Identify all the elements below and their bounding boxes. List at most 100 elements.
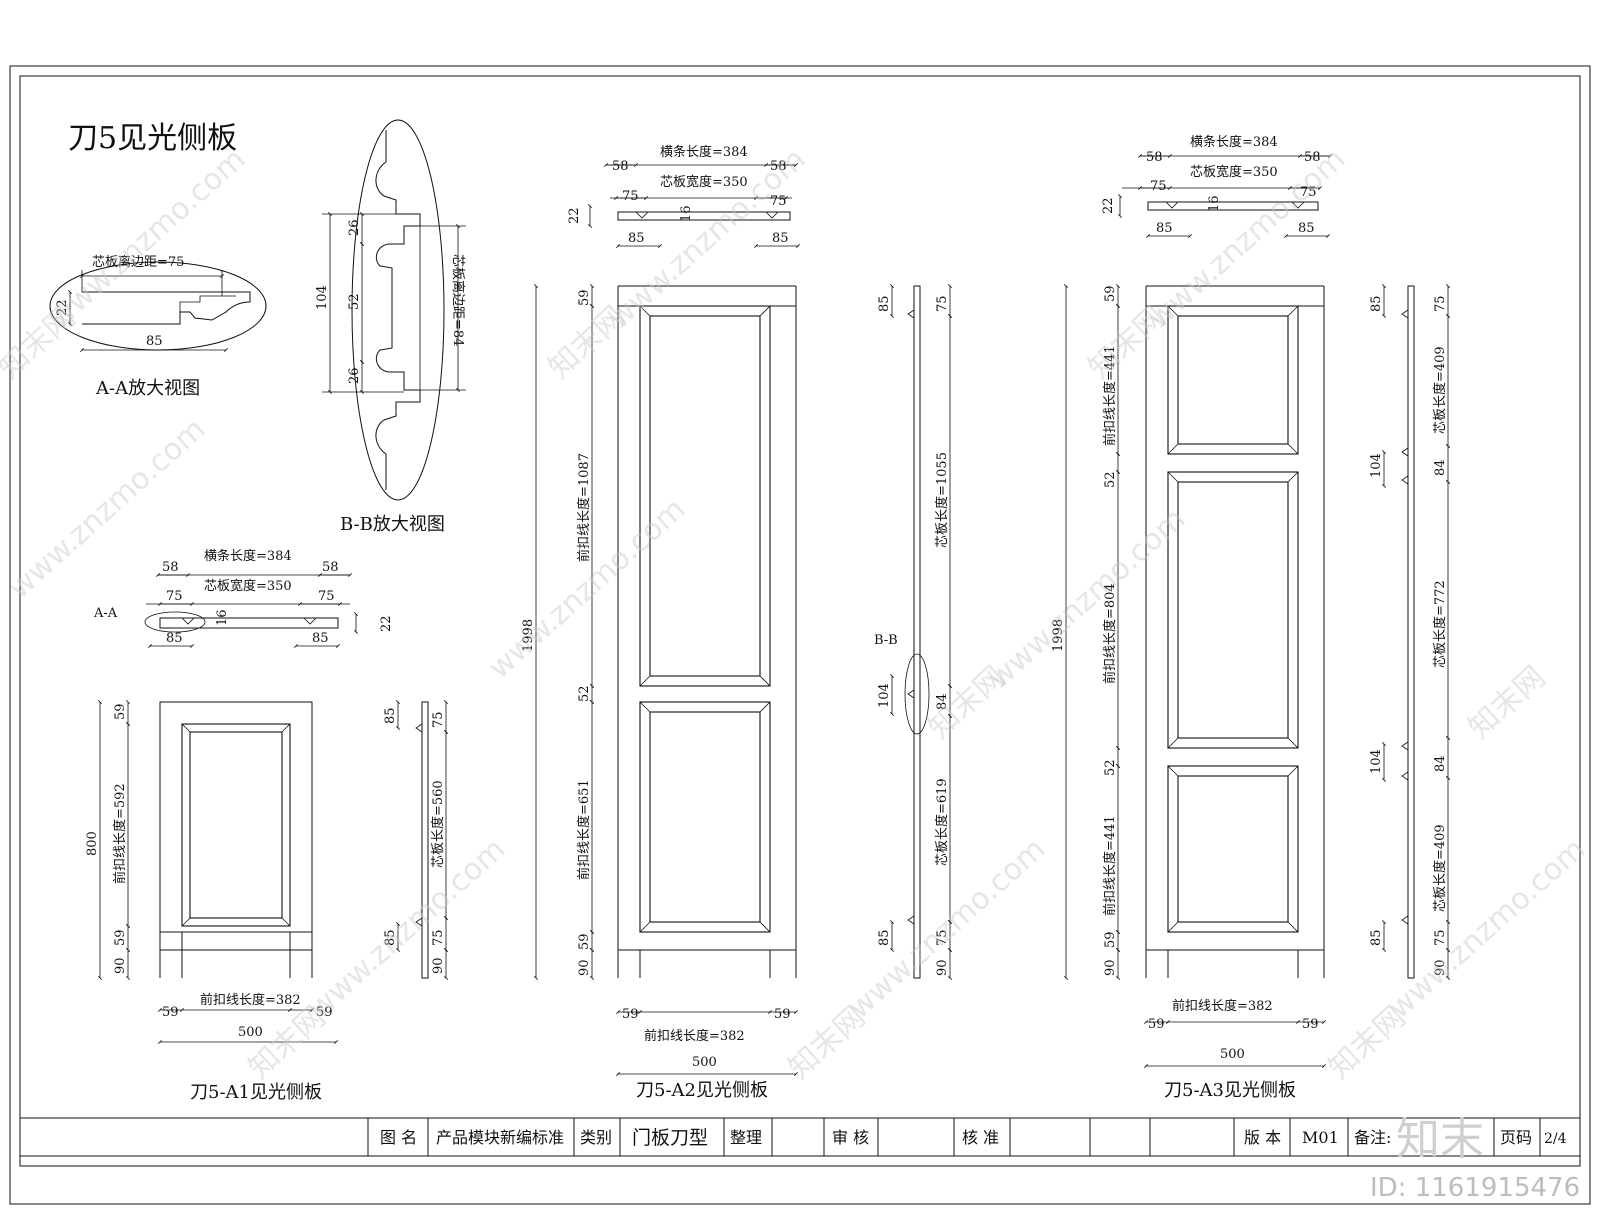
a2-width-total: 500 [692, 1055, 717, 1070]
a3-side-panel-bottom: 芯板长度=409 [1432, 824, 1448, 912]
bb-bottom-dim: 26 [347, 367, 362, 384]
watermark-text-2: www.znzmo.com [42, 142, 252, 336]
aa-width-dim: 85 [146, 334, 163, 349]
a1-side-85-top: 85 [383, 707, 398, 724]
bb-top-dim: 26 [347, 219, 362, 236]
a3-side-84-upper: 84 [1433, 459, 1448, 476]
a1-side-section [421, 701, 429, 979]
door-a3-group: 58 58 横条长度=384 75 75 芯板宽度=350 16 22 85 8… [1051, 134, 1450, 1101]
a3-panel-width: 芯板宽度=350 [1190, 164, 1278, 180]
a3-bottom-panel-outer [1167, 765, 1299, 933]
a1-side-90: 90 [431, 957, 446, 974]
a3-caption: 刀5-A3见光侧板 [1164, 1080, 1296, 1101]
a3-middle-panel-outer [1167, 471, 1299, 749]
tb-review-label: 审 核 [832, 1128, 869, 1147]
a1-bottom-line-length: 前扣线长度=382 [200, 992, 301, 1008]
a3-top-rail: 59 [1103, 285, 1118, 302]
tb-note-label: 备注: [1354, 1128, 1391, 1147]
a3-85-right: 85 [1298, 221, 1315, 236]
a3-top-panel-outer [1167, 305, 1299, 455]
aa-profile-outline [82, 291, 251, 325]
a3-side-104-lower: 104 [1369, 749, 1384, 774]
a2-side-75-bottom: 75 [935, 929, 950, 946]
a3-side-85-top: 85 [1369, 295, 1384, 312]
bb-view-caption: B-B放大视图 [340, 514, 445, 535]
a1-panel-width: 芯板宽度=350 [204, 578, 292, 594]
watermark-text-16: www.znzmo.com [1382, 832, 1592, 1026]
a3-leg: 90 [1103, 959, 1118, 976]
a1-caption: 刀5-A1见光侧板 [190, 1082, 322, 1103]
a2-height-total: 1998 [521, 619, 536, 652]
bb-total-dim: 104 [315, 285, 330, 310]
a2-side-section [913, 285, 921, 979]
a1-panel-outer [181, 723, 291, 927]
bb-edge-label: 芯板离边距=84 [450, 254, 466, 346]
a3-58-right: 58 [1304, 150, 1321, 165]
a2-upper-panel-inner [649, 315, 761, 677]
a3-side-section [1407, 285, 1415, 979]
tb-version: M01 [1302, 1128, 1339, 1147]
a1-height-total: 800 [85, 831, 100, 856]
a3-height-total: 1998 [1051, 619, 1066, 652]
a3-width-total: 500 [1220, 1047, 1245, 1062]
a1-58-left: 58 [162, 560, 179, 575]
a2-side-90: 90 [935, 959, 950, 976]
a1-75-right: 75 [318, 589, 335, 604]
a2-top-rail: 59 [577, 289, 592, 306]
a2-bb-ellipse [904, 653, 930, 735]
image-id: ID: 1161915476 [1370, 1173, 1580, 1203]
a2-side-85-top: 85 [877, 295, 892, 312]
a1-75-left: 75 [166, 589, 183, 604]
a2-lower-panel-outer [639, 701, 771, 933]
tb-page: 2/4 [1544, 1131, 1567, 1147]
tb-category: 门板刀型 [632, 1127, 708, 1149]
bb-zoom-ellipse [351, 119, 445, 501]
a1-door-frame [159, 701, 313, 951]
a2-caption: 刀5-A2见光侧板 [636, 1080, 768, 1101]
a2-line-length-lower: 前扣线长度=651 [576, 779, 592, 880]
brand-logo: 知末 [1396, 1114, 1484, 1165]
a1-side-panel-length: 芯板长度=560 [430, 780, 446, 868]
a1-section-tag: A-A [93, 606, 118, 621]
a3-bottom-line-length: 前扣线长度=382 [1172, 998, 1273, 1014]
a2-22: 22 [567, 207, 582, 224]
sheet-inner-border [19, 75, 1581, 1167]
a2-section-tag: B-B [874, 633, 898, 648]
a2-side-panel-lower: 芯板长度=619 [934, 778, 950, 866]
a2-85-left: 85 [628, 231, 645, 246]
a3-side-75-bottom: 75 [1433, 929, 1448, 946]
a2-mid-rail: 52 [577, 685, 592, 702]
a2-upper-panel-outer [639, 305, 771, 687]
bb-profile-outline [375, 130, 421, 490]
tb-drawing-name: 产品模块新编标准 [436, 1128, 564, 1147]
a1-16: 16 [215, 609, 230, 626]
a2-lower-panel-inner [649, 711, 761, 923]
drawing-title: 刀5见光侧板 [68, 121, 237, 156]
a3-16: 16 [1207, 195, 1222, 212]
a3-mid-rail-upper: 52 [1103, 471, 1118, 488]
a1-rail-length: 横条长度=384 [204, 548, 292, 564]
tb-drawing-name-label: 图 名 [380, 1128, 417, 1147]
aa-enlarged-view: 芯板离边距=75 22 85 A-A放大视图 [49, 254, 267, 399]
a3-stile-left: 59 [1148, 1017, 1165, 1032]
a1-22: 22 [379, 615, 394, 632]
tb-version-label: 版 本 [1244, 1128, 1281, 1147]
a1-line-length: 前扣线长度=592 [112, 783, 128, 884]
a3-stile-right: 59 [1302, 1017, 1319, 1032]
a2-58-left: 58 [612, 159, 629, 174]
a3-side-85-bottom: 85 [1369, 929, 1384, 946]
watermark-text-17: 知末网 [1462, 660, 1552, 746]
a1-bottom-rail: 59 [113, 929, 128, 946]
a1-85-left: 85 [166, 631, 183, 646]
a2-rail-length: 横条长度=384 [660, 144, 748, 160]
a2-side-75-top: 75 [935, 295, 950, 312]
a3-line-length-middle: 前扣线长度=804 [1102, 583, 1118, 684]
a2-rail-section [617, 211, 791, 221]
door-a1-group: A-A 58 58 横条长度=384 75 75 芯板宽度=350 16 22 … [85, 548, 448, 1103]
a3-middle-panel-inner [1177, 481, 1289, 739]
a1-side-75-bottom: 75 [431, 929, 446, 946]
a2-16: 16 [679, 205, 694, 222]
watermark-text-3: www.znzmo.com [2, 412, 212, 606]
a1-width-total: 500 [238, 1025, 263, 1040]
